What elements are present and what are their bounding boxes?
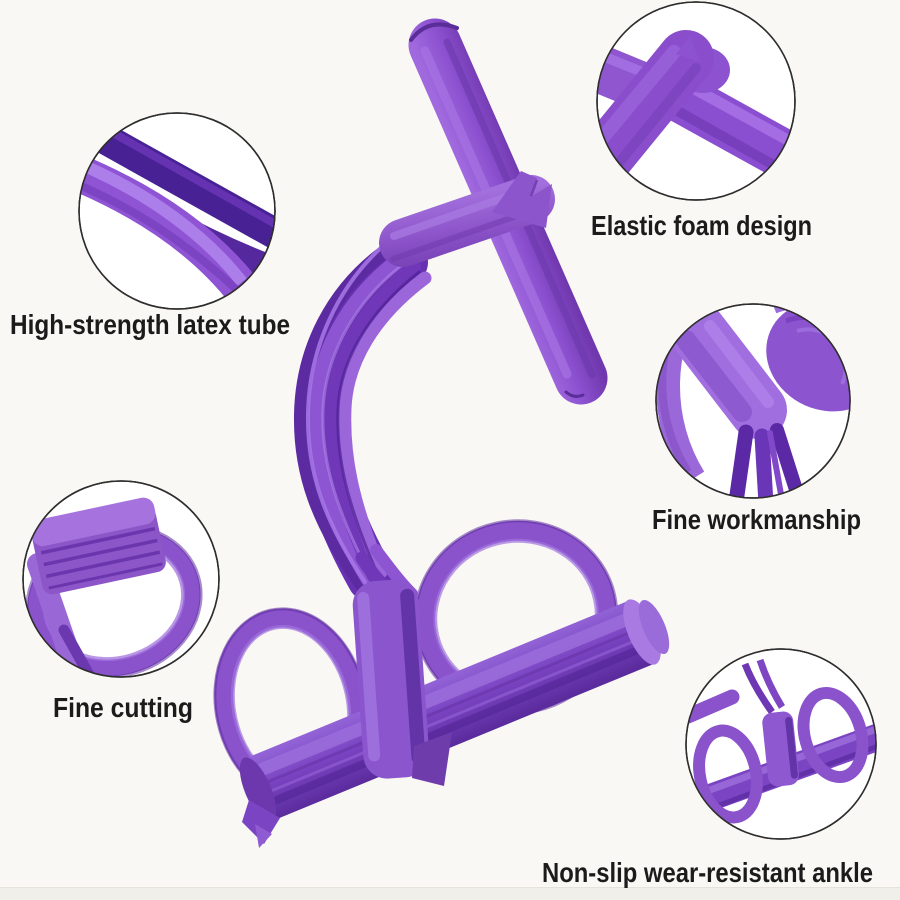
svg-text:High-strength latex tube: High-strength latex tube (10, 309, 290, 340)
svg-text:Non-slip wear-resistant ankle: Non-slip wear-resistant ankle (542, 857, 873, 888)
svg-text:Fine cutting: Fine cutting (53, 692, 193, 723)
svg-text:Elastic foam design: Elastic foam design (591, 210, 812, 241)
svg-text:Fine workmanship: Fine workmanship (652, 504, 861, 535)
